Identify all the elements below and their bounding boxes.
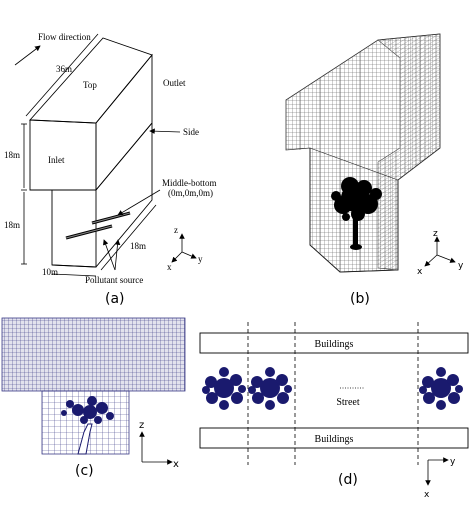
axis-y-label: y [450,457,456,467]
dim-width-label: 10m [42,267,58,277]
dim-length-label: 36m [56,64,72,74]
panel-d-axes [425,457,449,486]
street-side [95,123,153,268]
axis-z-label: z [139,420,144,431]
outlet-face [95,53,153,192]
tree-top-view-1 [202,367,246,410]
axis-x-label: x [167,262,172,272]
panel-d-axis-labels: y x [424,457,456,500]
pollutant-source-label: Pollutant source [85,275,143,285]
panel-d-trees [202,367,463,410]
side-label: Side [183,127,199,137]
street-front [51,190,97,268]
panel-a-axes [171,233,197,263]
buildings-top-label: Buildings [315,339,354,350]
inlet-label: Inlet [48,155,65,165]
panel-a-annotations [14,33,181,277]
axis-y-label: y [458,261,464,271]
panel-c-tree [61,396,114,455]
panel-d-plan [199,322,469,465]
tree-top-view-3 [419,367,463,410]
panel-a-labels: Flow direction 36m Top Outlet Side Inlet… [4,32,217,285]
middle-bottom-coords: (0m,0m,0m) [168,188,213,198]
dim-upper-height-label: 18m [4,150,20,160]
panel-d-labels: Buildings Street Buildings [315,339,360,445]
buildings-bottom-block [199,427,469,449]
dim-street-length-label: 18m [130,241,146,251]
tree-top-view-2 [248,367,292,410]
axis-y-label: y [198,254,203,264]
flow-direction-label: Flow direction [38,32,91,42]
panel-c-labels: z x [139,420,179,470]
top-label: Top [83,80,97,90]
middle-bottom-label: Middle-bottom [162,178,217,188]
street-label: Street [336,397,360,408]
axis-z-label: z [433,229,438,239]
panel-a-domain-sketch [29,37,153,268]
axis-x-label: x [417,267,423,277]
panel-b-tree [331,177,382,250]
pollutant-source-lines [65,211,131,240]
panel-b-mesh [285,33,441,273]
panel-a-caption: (a) [105,291,125,307]
panel-d-caption: (d) [338,472,358,488]
axis-z-label: z [174,225,178,235]
axis-x-label: x [424,490,430,500]
panel-c-axes [139,431,173,465]
panel-c-mesh [1,317,186,455]
buildings-top-block [199,332,469,354]
buildings-bottom-label: Buildings [315,434,354,445]
outlet-label: Outlet [163,78,186,88]
panel-c-caption: (c) [75,463,94,479]
panel-b-caption: (b) [350,291,370,307]
panel-b-labels: z y x [417,229,464,277]
dim-lower-height-label: 18m [4,220,20,230]
panel-b-axes [424,236,456,267]
axis-x-label: x [173,459,179,470]
